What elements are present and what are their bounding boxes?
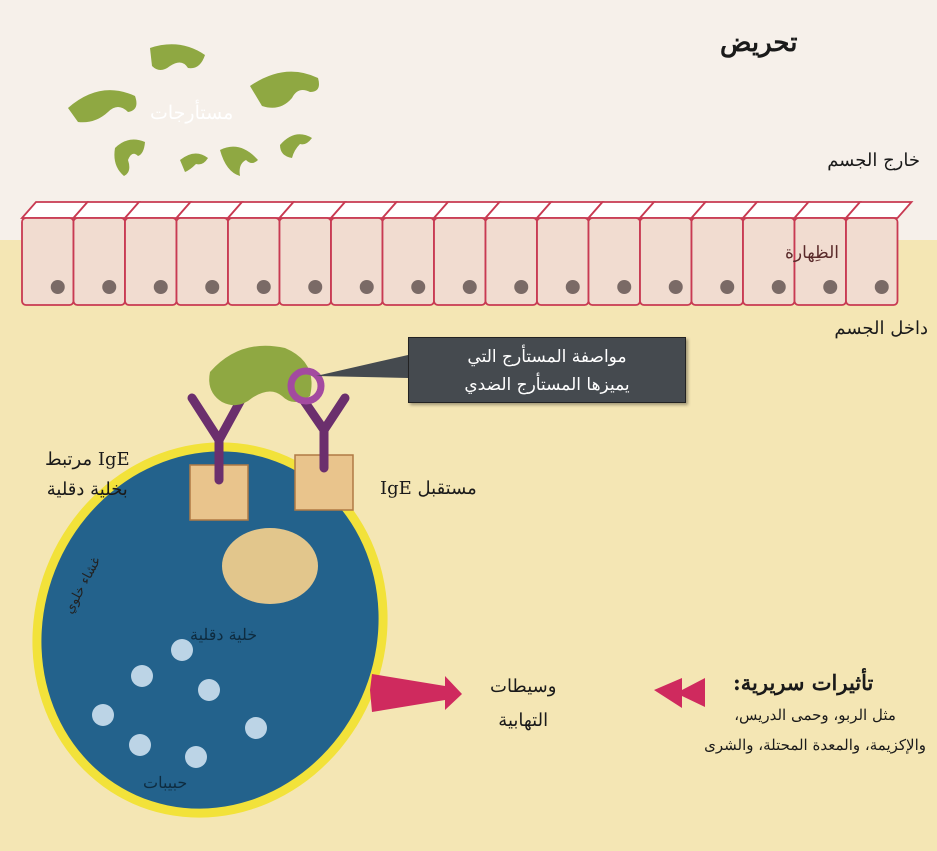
arrow-mast-to-mediators xyxy=(370,674,462,712)
epithelial-nucleus xyxy=(823,280,837,294)
epithelial-cell xyxy=(537,218,589,305)
epithelial-cell xyxy=(125,218,177,305)
antigen xyxy=(250,72,319,108)
arrow-mediators-to-effects xyxy=(654,678,705,708)
epithelial-nucleus xyxy=(566,280,580,294)
epithelial-nucleus xyxy=(875,280,889,294)
callout-line-1: مواصفة المستأرج التي xyxy=(409,343,685,371)
granule xyxy=(185,746,207,768)
ige-bound-label: IgE مرتبط بخلية دقلية xyxy=(45,445,130,505)
epithelial-cell xyxy=(434,218,486,305)
epithelial-cell xyxy=(692,218,744,305)
epithelial-cell xyxy=(589,218,641,305)
epithelial-nucleus xyxy=(617,280,631,294)
ige-bound-line-2: بخلية دقلية xyxy=(45,475,130,505)
outside-body-label: خارج الجسم xyxy=(827,150,920,171)
epithelial-nucleus xyxy=(154,280,168,294)
epithelial-nucleus xyxy=(51,280,65,294)
epithelial-nucleus xyxy=(205,280,219,294)
epithelial-cell xyxy=(228,218,280,305)
mast-cell-nucleus xyxy=(222,528,318,604)
granules-label: حبيبات xyxy=(143,773,187,792)
mast-cell-label: خلية دقلية xyxy=(190,625,257,644)
epithelium-label: الظِهارة xyxy=(785,243,839,263)
granule xyxy=(92,704,114,726)
ige-bound-line-1: IgE مرتبط xyxy=(45,445,130,475)
ige-receptor-label: مستقبل IgE xyxy=(380,478,477,499)
antigen xyxy=(68,90,136,122)
page-title: تحريض xyxy=(720,28,797,58)
epithelial-cell xyxy=(177,218,229,305)
epithelial-cell xyxy=(331,218,383,305)
epithelial-cell xyxy=(74,218,126,305)
epithelial-nucleus xyxy=(360,280,374,294)
antigens-label: مستأرجات xyxy=(150,102,233,124)
epithelial-nucleus xyxy=(411,280,425,294)
epithelium-layer xyxy=(22,202,912,305)
ige-receptor-right xyxy=(295,398,353,510)
antigen xyxy=(114,140,145,176)
granule xyxy=(245,717,267,739)
clinical-effects-title: تأثيرات سريرية: xyxy=(733,670,873,695)
antigen xyxy=(280,134,312,158)
epithelial-nucleus xyxy=(308,280,322,294)
epithelial-nucleus xyxy=(669,280,683,294)
granule xyxy=(198,679,220,701)
epithelial-nucleus xyxy=(514,280,528,294)
mediators-line-2: التهابية xyxy=(490,704,556,738)
epithelial-cell xyxy=(22,218,74,305)
epithelial-nucleus xyxy=(720,280,734,294)
epithelial-nucleus xyxy=(772,280,786,294)
granule xyxy=(131,665,153,687)
inflammatory-mediators-label: وسيطات التهابية xyxy=(490,670,556,738)
epithelial-cell xyxy=(846,218,898,305)
epitope-callout: مواصفة المستأرج التي يميزها المستأرج الض… xyxy=(408,337,686,403)
effects-line-2: والإكزيمة، والمعدة المحتلة، والشرى xyxy=(704,730,926,760)
epithelial-cell xyxy=(486,218,538,305)
granule xyxy=(129,734,151,756)
epithelial-nucleus xyxy=(257,280,271,294)
inside-body-label: داخل الجسم xyxy=(834,318,928,339)
callout-line-2: يميزها المستأرج الضدي xyxy=(409,371,685,399)
epithelial-nucleus xyxy=(463,280,477,294)
callout-pointer xyxy=(316,355,408,378)
epithelial-nucleus xyxy=(102,280,116,294)
clinical-effects-description: مثل الربو، وحمى الدريس، والإكزيمة، والمع… xyxy=(704,700,926,760)
epithelial-cell xyxy=(383,218,435,305)
antigen xyxy=(150,44,205,70)
antigen xyxy=(180,153,208,172)
epithelial-cell xyxy=(280,218,332,305)
epithelial-cell xyxy=(640,218,692,305)
effects-line-1: مثل الربو، وحمى الدريس، xyxy=(704,700,926,730)
mediators-line-1: وسيطات xyxy=(490,670,556,704)
antigen xyxy=(220,147,258,176)
